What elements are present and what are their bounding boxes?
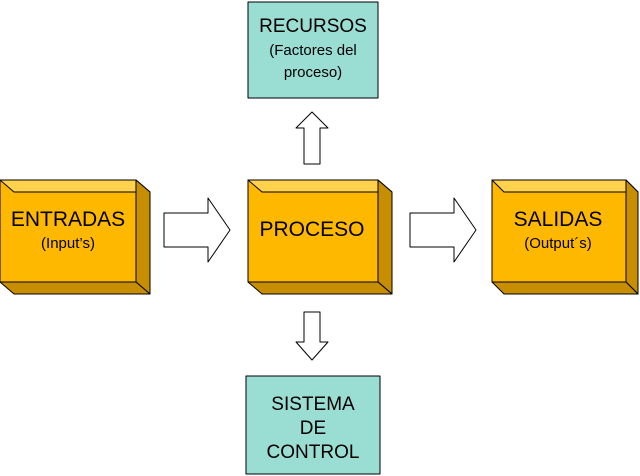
recursos-line2: (Factores del bbox=[269, 42, 357, 59]
recursos-title: RECURSOS bbox=[259, 16, 367, 37]
entradas-box-front bbox=[0, 179, 137, 283]
salidas-subtitle: (Output´s) bbox=[524, 235, 592, 252]
salidas-box-side bbox=[625, 179, 639, 295]
arrow-entradas-to-proceso bbox=[163, 197, 231, 263]
salidas-box-top bbox=[491, 179, 639, 193]
proceso-title: PROCESO bbox=[259, 218, 364, 241]
arrow-proceso-to-recursos bbox=[295, 111, 329, 165]
arrow-proceso-to-sistema bbox=[295, 311, 329, 361]
proceso-box-bottom bbox=[247, 281, 393, 295]
salidas-title: SALIDAS bbox=[514, 208, 603, 231]
sistema-line1: SISTEMA bbox=[271, 394, 355, 415]
entradas-title: ENTRADAS bbox=[11, 208, 125, 231]
sistema-line3: CONTROL bbox=[267, 442, 360, 463]
salidas-box-front bbox=[491, 179, 627, 283]
recursos-box[interactable]: RECURSOS (Factores del proceso) bbox=[247, 1, 379, 99]
sistema-line2: DE bbox=[300, 418, 326, 439]
sistema-box-rect bbox=[245, 375, 381, 475]
recursos-line3: proceso) bbox=[284, 64, 342, 81]
recursos-box-rect bbox=[247, 1, 379, 99]
entradas-box[interactable]: ENTRADAS (Input’s) bbox=[0, 179, 151, 295]
proceso-box-top bbox=[247, 179, 393, 193]
salidas-box[interactable]: SALIDAS (Output´s) bbox=[491, 179, 639, 295]
proceso-box[interactable]: PROCESO bbox=[247, 179, 393, 295]
entradas-box-side bbox=[135, 179, 151, 295]
entradas-subtitle: (Input’s) bbox=[41, 235, 95, 252]
sistema-box[interactable]: SISTEMA DE CONTROL bbox=[245, 375, 381, 475]
proceso-box-side bbox=[377, 179, 393, 295]
arrow-proceso-to-salidas bbox=[409, 197, 477, 263]
entradas-box-top bbox=[0, 179, 151, 193]
salidas-box-bottom bbox=[491, 281, 639, 295]
entradas-box-bottom bbox=[0, 281, 151, 295]
